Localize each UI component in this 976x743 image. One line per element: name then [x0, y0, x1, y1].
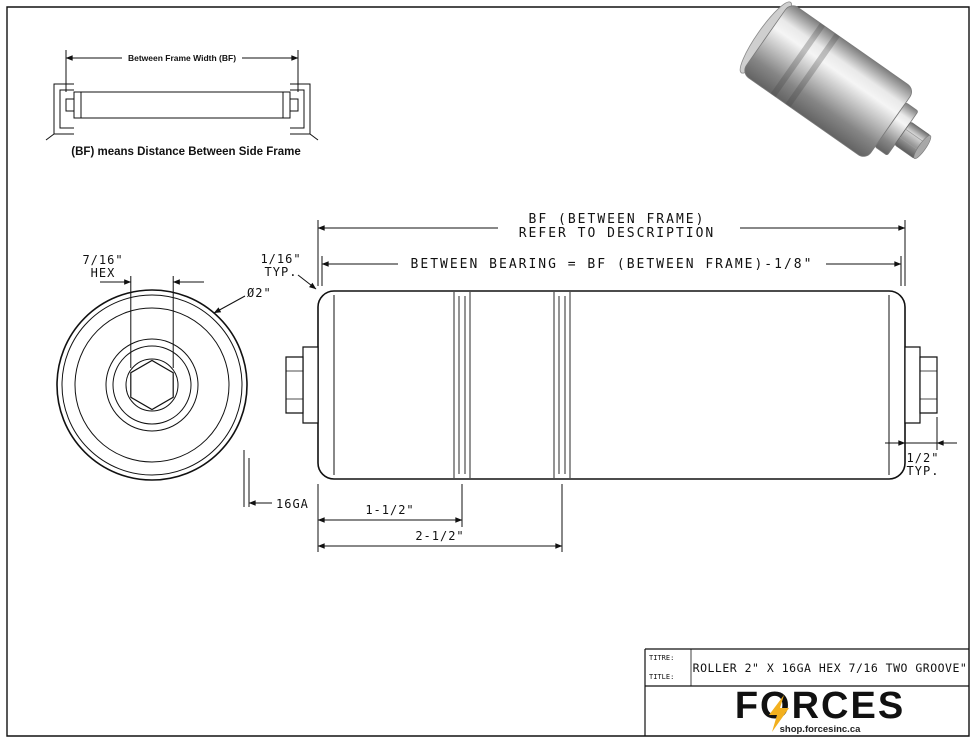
inset-diagram: Between Frame Width (BF) (BF) means Dist…: [46, 50, 318, 158]
groove-1: [454, 292, 470, 478]
shaft-len-size-label: 1/2": [907, 451, 940, 465]
dimension-between-bearing: BETWEEN BEARING = BF (BETWEEN FRAME)-1/8…: [322, 256, 901, 286]
dimension-bf: BF (BETWEEN FRAME) REFER TO DESCRIPTION: [318, 212, 905, 286]
diameter-label: Ø2": [247, 286, 272, 300]
inset-right-frame: [290, 84, 318, 140]
hex-word-label: HEX: [91, 266, 116, 280]
inset-bf-dimension-label: Between Frame Width (BF): [128, 53, 236, 63]
bf-label: BF (BETWEEN FRAME): [529, 212, 706, 227]
dimension-hex: 7/16" HEX: [82, 253, 204, 368]
end-gap-typ-label: TYP.: [265, 265, 298, 279]
side-view: [286, 291, 937, 479]
drawing-title: ROLLER 2" X 16GA HEX 7/16 TWO GROOVE": [693, 661, 968, 675]
groove2-dim-label: 2-1/2": [415, 529, 464, 543]
roller-3d-render: [734, 0, 950, 184]
groove1-dim-label: 1-1/2": [365, 503, 414, 517]
title-label-en: TITLE:: [649, 673, 674, 681]
inset-bf-note: (BF) means Distance Between Side Frame: [71, 146, 300, 158]
hex-size-label: 7/16": [82, 253, 123, 267]
left-shaft: [286, 347, 318, 423]
dimension-end-gap: 1/16" TYP.: [260, 252, 316, 289]
dimension-groove2: 2-1/2": [317, 484, 562, 552]
lightning-bolt-icon: [769, 695, 789, 732]
shaft-len-typ-label: TYP.: [907, 464, 940, 478]
end-gap-size-label: 1/16": [260, 252, 301, 266]
bf-sub-label: REFER TO DESCRIPTION: [519, 226, 716, 241]
gauge-label: 16GA: [276, 497, 309, 511]
title-label-fr: TITRE:: [649, 654, 674, 662]
right-shaft: [905, 347, 937, 423]
dimension-diameter: Ø2": [213, 286, 272, 313]
dimension-shaft-length: 1/2" TYP.: [885, 417, 957, 478]
forces-logo: FORCES shop.forcesinc.ca: [735, 685, 905, 735]
hex-bore: [131, 361, 173, 410]
dimension-gauge: 16GA: [244, 450, 309, 511]
brand-website: shop.forcesinc.ca: [780, 724, 861, 735]
groove-2: [554, 292, 570, 478]
page-border: [7, 7, 969, 736]
inset-left-frame: [46, 84, 74, 140]
brand-name: FORCES: [735, 685, 905, 727]
between-bearing-label: BETWEEN BEARING = BF (BETWEEN FRAME)-1/8…: [411, 257, 814, 272]
inset-roller-body: [74, 92, 290, 118]
title-block: TITRE: TITLE: ROLLER 2" X 16GA HEX 7/16 …: [645, 649, 969, 736]
roller-tube: [318, 291, 905, 479]
end-view: [57, 290, 247, 480]
dimension-groove1: 1-1/2": [318, 484, 462, 552]
